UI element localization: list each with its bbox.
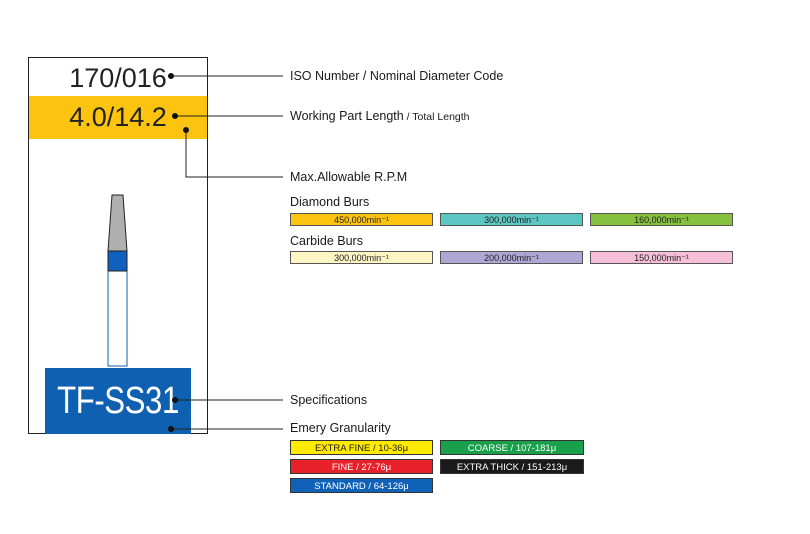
carbide-rpm-box: 200,000min⁻¹ xyxy=(440,251,583,264)
dot-emery xyxy=(168,426,174,432)
emery-box: COARSE / 107-181μ xyxy=(440,440,584,455)
bur-illustration-icon xyxy=(107,194,128,367)
leader-rpm xyxy=(185,130,283,178)
dot-length xyxy=(172,113,178,119)
iso-number: 170/016 xyxy=(69,63,167,93)
emery-box: EXTRA FINE / 10-36μ xyxy=(290,440,433,455)
spec-band: TF-SS31 xyxy=(45,368,191,434)
carbide-rpm-box: 150,000min⁻¹ xyxy=(590,251,733,264)
iso-label: ISO Number / Nominal Diameter Code xyxy=(290,69,504,83)
dot-spec xyxy=(172,397,178,403)
rpm-label: Max.Allowable R.P.M xyxy=(290,170,408,184)
dot-rpm xyxy=(183,127,189,133)
diamond-rpm-box: 160,000min⁻¹ xyxy=(590,213,733,226)
total-length-label: / Total Length xyxy=(403,111,470,123)
specifications-label: Specifications xyxy=(290,393,368,407)
carbide-title: Carbide Burs xyxy=(290,234,363,248)
emery-label: Emery Granularity xyxy=(290,421,391,435)
diamond-title: Diamond Burs xyxy=(290,195,370,209)
dot-iso xyxy=(168,73,174,79)
emery-box: STANDARD / 64-126μ xyxy=(290,478,433,493)
emery-box: FINE / 27-76μ xyxy=(290,459,433,474)
emery-box: EXTRA THICK / 151-213μ xyxy=(440,459,584,474)
diamond-rpm-box: 300,000min⁻¹ xyxy=(440,213,583,226)
diamond-rpm-box: 450,000min⁻¹ xyxy=(290,213,433,226)
working-length-label: Working Part Length xyxy=(290,109,404,123)
carbide-rpm-box: 300,000min⁻¹ xyxy=(290,251,433,264)
length-label: Working Part Length / Total Length xyxy=(290,109,470,123)
product-card: 170/016 4.0/14.2 TF-SS31 xyxy=(28,57,208,434)
spec-code: TF-SS31 xyxy=(57,380,179,422)
